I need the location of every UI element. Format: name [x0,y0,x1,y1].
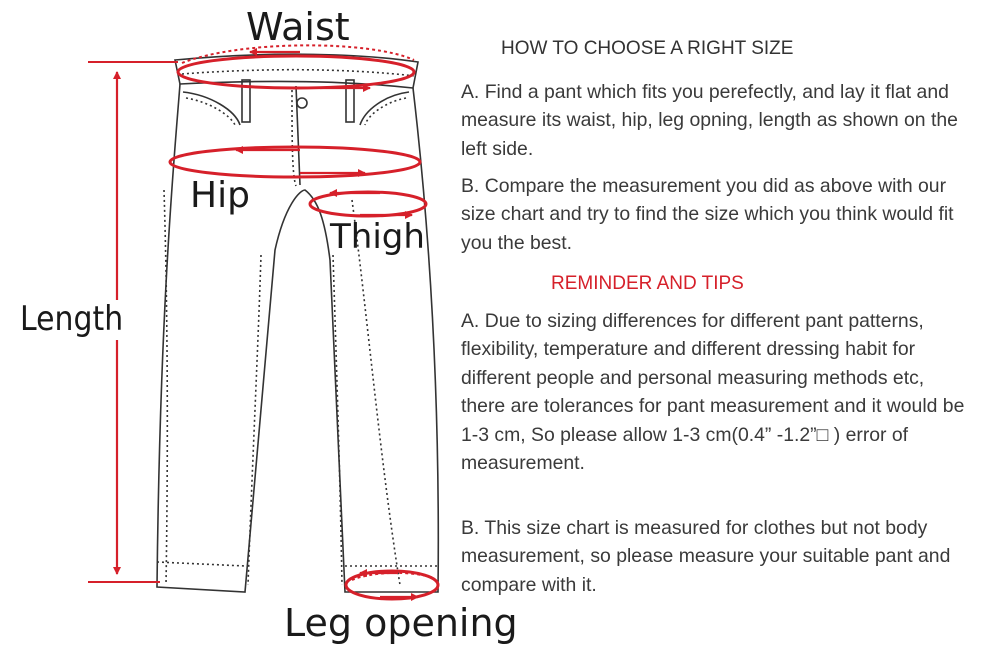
measurement-marks [88,44,440,601]
belt-loop-right [345,79,355,123]
how-to-choose-heading: HOW TO CHOOSE A RIGHT SIZE [501,38,794,59]
step-b-text: B. Compare the measurement you did as ab… [461,175,954,254]
tip-a-text: A. Due to sizing differences for differe… [461,310,965,475]
hip-label: Hip [190,175,250,216]
length-label: Length [20,299,124,339]
pants-outline [156,53,440,593]
waist-label: Waist [246,5,350,49]
step-a-text: A. Find a pant which fits you perefectly… [461,81,958,160]
reminder-tips-heading: REMINDER AND TIPS [551,273,744,294]
belt-loop-left [241,79,251,123]
thigh-label: Thigh [330,217,425,257]
tip-b-text: B. This size chart is measured for cloth… [461,517,951,596]
leg-opening-label: Leg opening [284,601,518,645]
